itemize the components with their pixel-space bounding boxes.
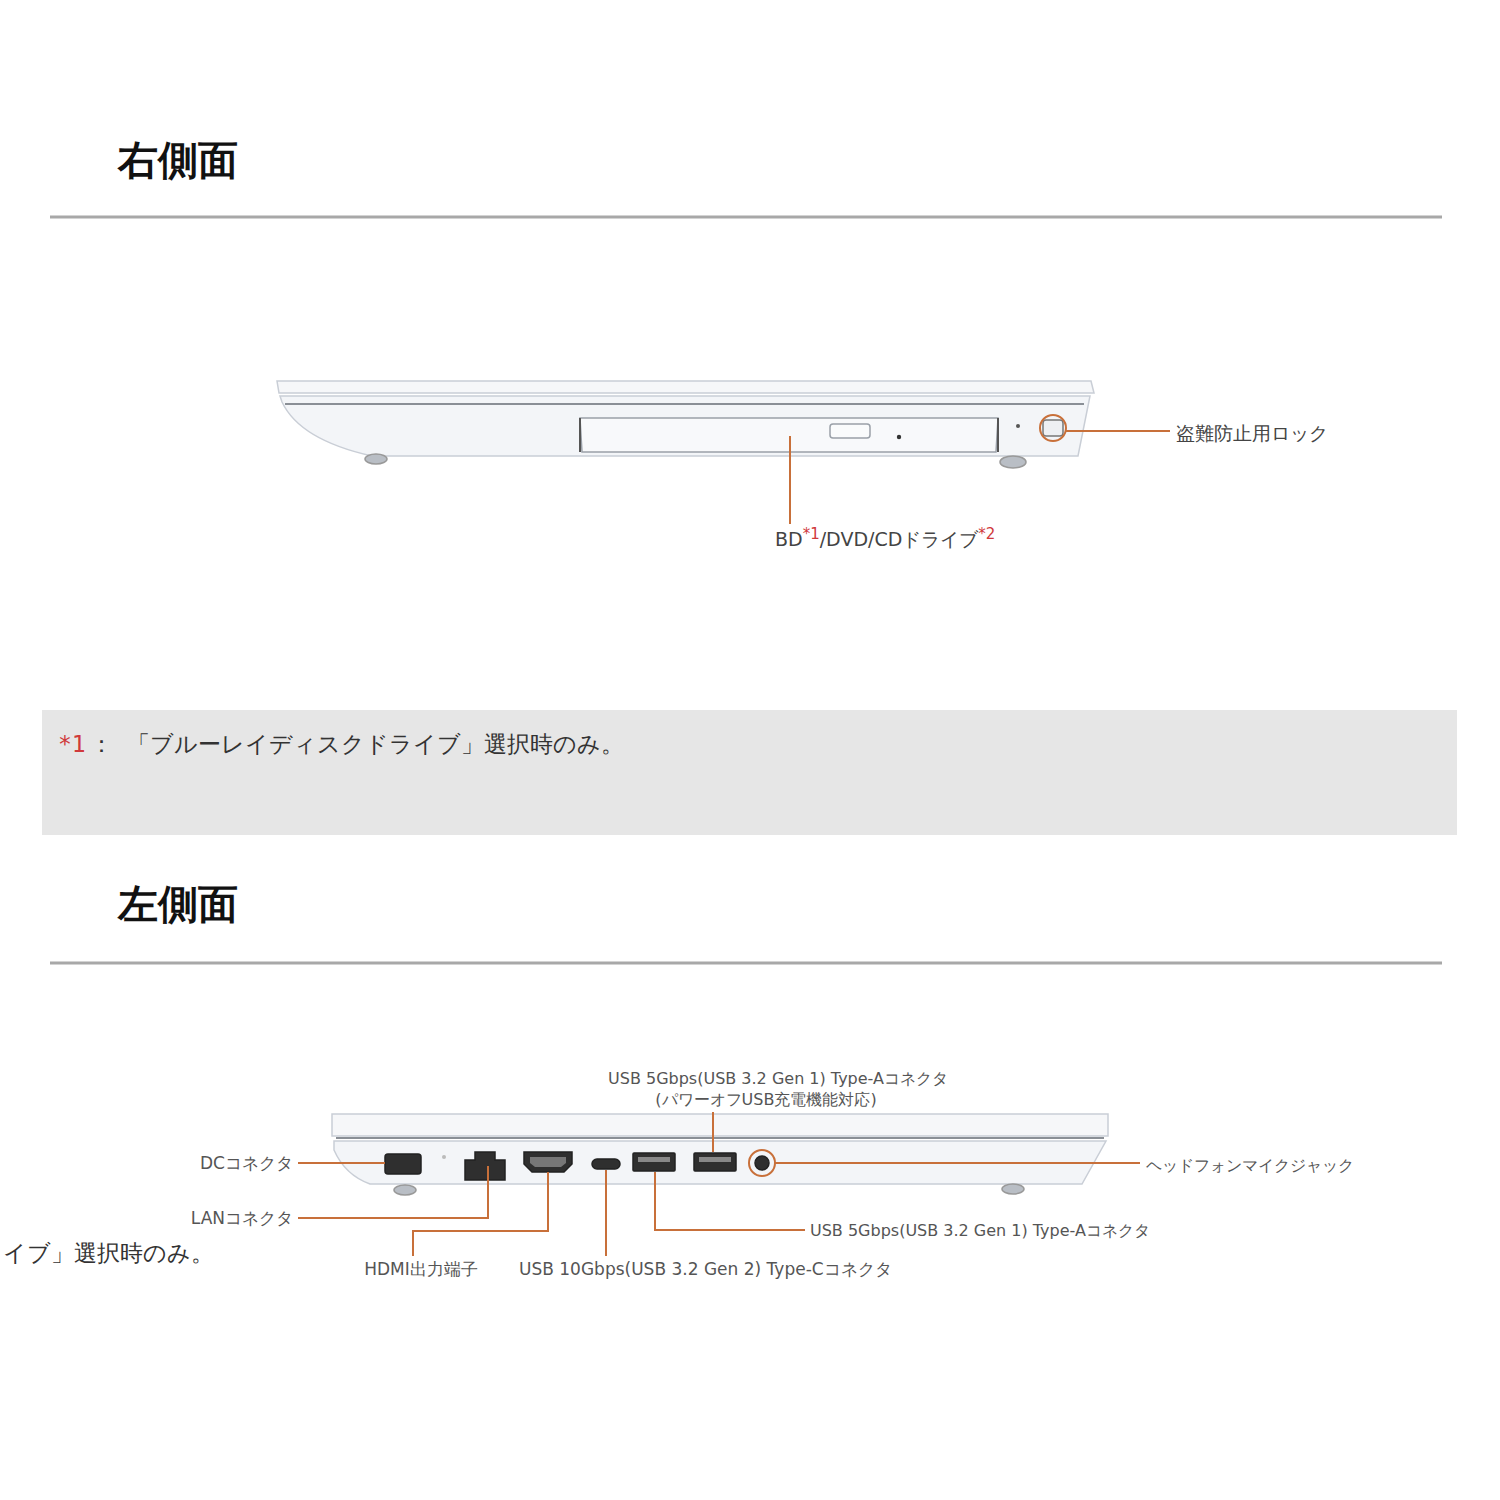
footnote-mark: *1: [803, 525, 820, 543]
part-label: 盗難防止用ロック: [1176, 422, 1328, 445]
part-label: LANコネクタ: [191, 1208, 293, 1228]
drive-label: BD*1/DVD/CDドライブ*2: [775, 525, 995, 551]
footnote-mark: *1: [58, 731, 86, 757]
part-label: USB 5Gbps(USB 3.2 Gen 1) Type-Aコネクタ: [608, 1069, 948, 1088]
laptop-left-side: [332, 1114, 1108, 1195]
part-label: USB 5Gbps(USB 3.2 Gen 1) Type-Aコネクタ: [810, 1221, 1150, 1240]
part-label: /DVD/CDドライブ: [820, 528, 979, 550]
footnote-text: ：: [90, 731, 113, 757]
section-title: 左側面: [118, 880, 238, 928]
section-rule: [50, 216, 1442, 219]
part-label: BD: [775, 528, 803, 550]
section-rule: [50, 962, 1442, 965]
footnote-panel: *1： 「ブルーレイディスクドライブ」選択時のみ。: [42, 710, 1457, 835]
part-label: DCコネクタ: [200, 1153, 293, 1173]
part-label: ヘッドフォンマイクジャック: [1146, 1156, 1354, 1175]
part-label: USB 10Gbps(USB 3.2 Gen 2) Type-Cコネクタ: [519, 1259, 892, 1279]
footnote-text: 「ブルーレイディスクドライブ」選択時のみ。: [127, 731, 624, 757]
footnote-mark: *2: [978, 525, 995, 543]
section-title: 右側面: [118, 136, 238, 184]
cropped-note: イブ」選択時のみ。: [3, 1240, 214, 1268]
part-label: HDMI出力端子: [364, 1259, 478, 1279]
laptop-right-side: [277, 381, 1094, 468]
leader-lines: [298, 415, 1170, 1256]
part-note: (パワーオフUSB充電機能対応): [655, 1090, 876, 1109]
